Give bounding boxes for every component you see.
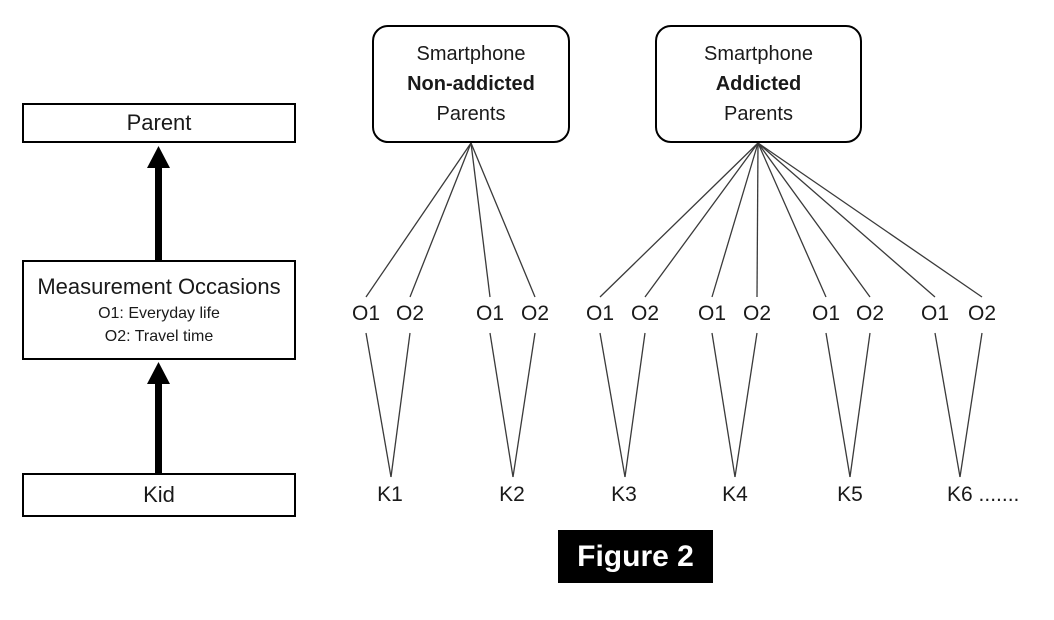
occasion1-definition: O1: Everyday life [98, 305, 220, 322]
addicted-line1: Smartphone [704, 43, 813, 65]
nonaddicted-line2: Non-addicted [407, 73, 535, 95]
nonaddicted-parents-box: Smartphone Non-addicted Parents [372, 25, 570, 143]
parent-box-label: Parent [126, 110, 192, 135]
occasion-label: O2 [520, 302, 550, 325]
kid-label: K3 [611, 483, 637, 506]
kid-label: K6 ....... [947, 483, 1020, 506]
kid-label: K1 [377, 483, 403, 506]
measure-to-parent-arrow [147, 146, 170, 260]
figure-caption-text: Figure 2 [577, 539, 694, 573]
occasion-label: O2 [855, 302, 885, 325]
occasion-label: O1 [811, 302, 841, 325]
nonaddicted-line1: Smartphone [416, 43, 526, 65]
kid-label: K5 [837, 483, 863, 506]
measurement-occasions-title: Measurement Occasions [37, 274, 281, 299]
kid-label: K4 [722, 483, 748, 506]
occasion-label: O2 [742, 302, 772, 325]
occasion-label: O1 [697, 302, 727, 325]
occasion-label: O2 [395, 302, 425, 325]
addicted-line2: Addicted [715, 73, 802, 95]
addicted-line3: Parents [724, 103, 793, 125]
occasion-label: O2 [967, 302, 997, 325]
occasion-to-kid-lines [365, 332, 983, 478]
measurement-occasions-box: Measurement Occasions O1: Everyday life … [22, 260, 296, 360]
kid-box: Kid [22, 473, 296, 517]
nonaddicted-fan-lines [365, 142, 536, 298]
figure-caption: Figure 2 [558, 530, 713, 583]
occasion-label: O1 [351, 302, 381, 325]
addicted-fan-lines [599, 142, 983, 298]
occasion-label: O2 [630, 302, 660, 325]
nonaddicted-line3: Parents [436, 103, 506, 125]
kid-label: K2 [499, 483, 525, 506]
occasion-label: O1 [585, 302, 615, 325]
kid-to-measure-arrow [147, 362, 170, 473]
occasion-label: O1 [475, 302, 505, 325]
occasion-label: O1 [920, 302, 950, 325]
parent-box: Parent [22, 103, 296, 143]
kid-box-label: Kid [143, 482, 175, 507]
addicted-parents-box: Smartphone Addicted Parents [655, 25, 862, 143]
occasion2-definition: O2: Travel time [104, 328, 214, 345]
